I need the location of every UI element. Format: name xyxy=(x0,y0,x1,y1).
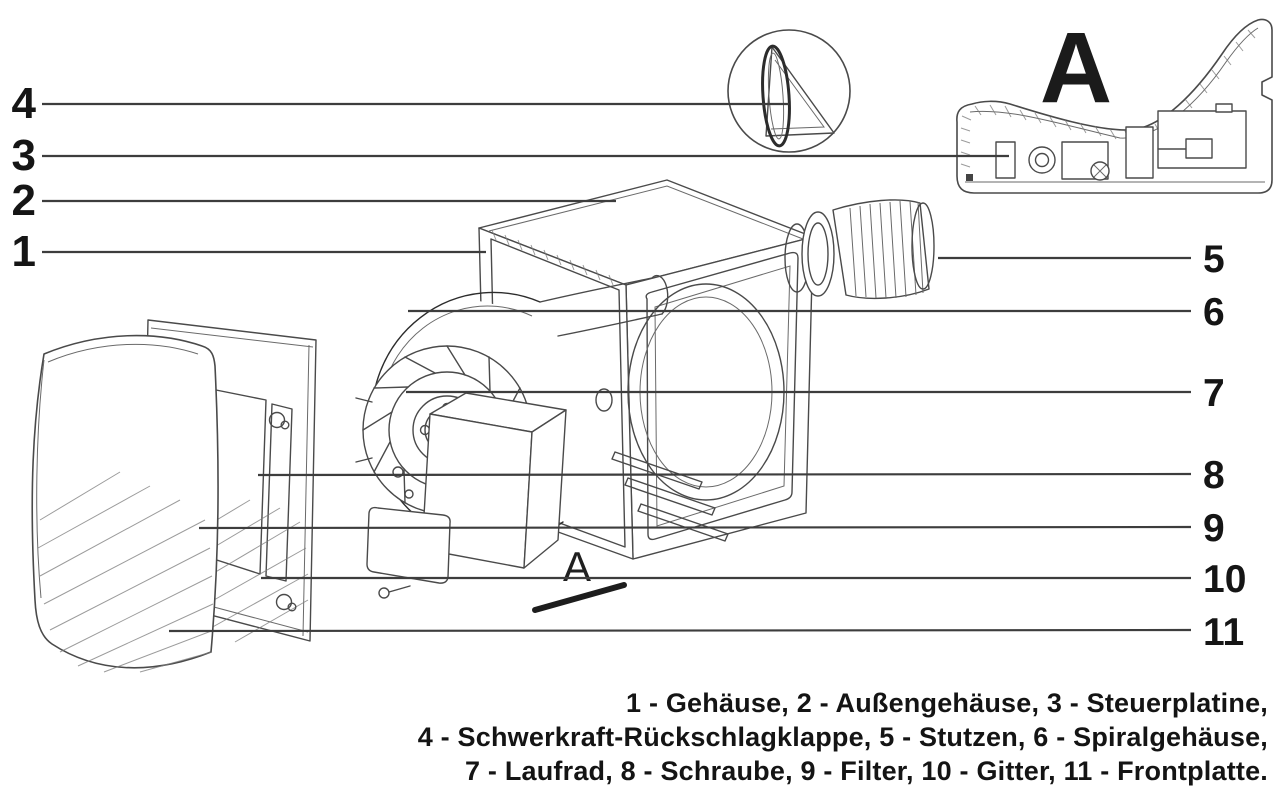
section-marker-line xyxy=(532,582,627,613)
callout-9: 9 xyxy=(1203,507,1225,550)
legend-line-1: 1 - Gehäuse, 2 - Außengehäuse, 3 - Steue… xyxy=(626,688,1268,718)
callout-11: 11 xyxy=(1203,611,1244,654)
front-plate-drawing xyxy=(31,334,219,673)
callout-1: 1 xyxy=(12,227,36,276)
legend-line-2: 4 - Schwerkraft-Rückschlagklappe, 5 - St… xyxy=(417,722,1268,752)
flap-detail-circle xyxy=(727,29,851,153)
callout-3: 3 xyxy=(12,131,36,180)
parts-legend: 1 - Gehäuse, 2 - Außengehäuse, 3 - Steue… xyxy=(418,686,1268,788)
leader-lines xyxy=(42,102,1192,633)
callout-2: 2 xyxy=(12,176,36,225)
callout-5: 5 xyxy=(1203,238,1225,281)
mounting-bracket-drawing xyxy=(366,506,451,599)
section-marker: A xyxy=(532,543,627,613)
control-board-drawing xyxy=(966,103,1247,181)
backdraft-flap-drawing xyxy=(761,44,835,148)
callout-7: 7 xyxy=(1203,372,1225,415)
callout-numbers: 4 3 2 1 5 6 7 8 9 10 11 xyxy=(12,79,1247,654)
legend-line-3: 7 - Laufrad, 8 - Schraube, 9 - Filter, 1… xyxy=(465,756,1268,786)
callout-6: 6 xyxy=(1203,291,1225,334)
detail-a-view: A xyxy=(956,12,1273,194)
callout-4: 4 xyxy=(12,79,37,128)
stutzen-drawing xyxy=(784,199,935,300)
callout-10: 10 xyxy=(1203,558,1246,601)
section-marker-label: A xyxy=(563,543,591,590)
spiral-housing-drawing xyxy=(342,274,669,599)
detail-a-label: A xyxy=(1040,12,1112,124)
callout-8: 8 xyxy=(1203,454,1225,497)
